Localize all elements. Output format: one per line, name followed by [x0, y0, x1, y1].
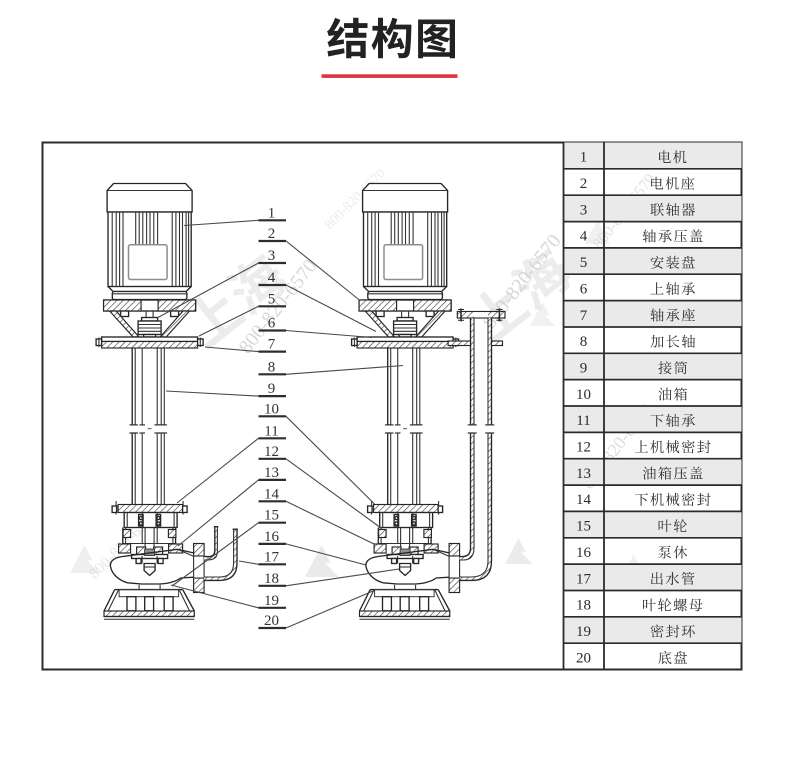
svg-text:9: 9 [268, 381, 276, 397]
svg-text:2: 2 [268, 226, 276, 242]
svg-text:2: 2 [580, 176, 588, 192]
svg-text:8: 8 [268, 359, 276, 375]
svg-text:5: 5 [268, 291, 276, 307]
svg-text:1: 1 [268, 205, 276, 221]
svg-text:3: 3 [268, 248, 276, 264]
svg-text:17: 17 [576, 571, 592, 587]
svg-text:4: 4 [268, 270, 276, 286]
svg-text:11: 11 [576, 413, 590, 429]
svg-text:12: 12 [264, 444, 279, 460]
svg-text:4: 4 [580, 229, 588, 245]
svg-text:7: 7 [268, 337, 276, 353]
svg-text:15: 15 [264, 508, 279, 524]
svg-text:5: 5 [580, 255, 588, 271]
svg-text:15: 15 [576, 519, 591, 535]
svg-text:13: 13 [576, 466, 591, 482]
svg-text:19: 19 [576, 624, 591, 640]
svg-text:11: 11 [264, 423, 278, 439]
svg-text:10: 10 [264, 401, 279, 417]
svg-text:16: 16 [264, 529, 280, 545]
svg-text:9: 9 [580, 361, 588, 377]
svg-text:20: 20 [576, 650, 591, 666]
svg-text:17: 17 [264, 549, 280, 565]
svg-text:1: 1 [580, 150, 588, 166]
svg-text:18: 18 [264, 571, 279, 587]
svg-text:13: 13 [264, 465, 279, 481]
svg-text:20: 20 [264, 613, 279, 629]
svg-text:14: 14 [576, 492, 592, 508]
svg-text:12: 12 [576, 440, 591, 456]
svg-text:19: 19 [264, 593, 279, 609]
svg-text:6: 6 [580, 281, 588, 297]
svg-text:14: 14 [264, 486, 280, 502]
svg-text:8: 8 [580, 334, 588, 350]
svg-text:6: 6 [268, 316, 276, 332]
svg-text:3: 3 [580, 202, 588, 218]
svg-text:10: 10 [576, 387, 591, 403]
svg-text:16: 16 [576, 545, 592, 561]
svg-text:7: 7 [580, 308, 588, 324]
svg-text:18: 18 [576, 598, 591, 614]
